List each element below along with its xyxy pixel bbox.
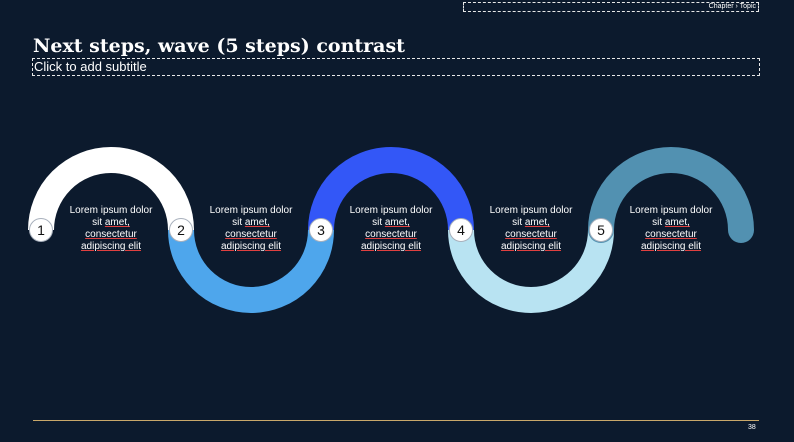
- step-1-line2b: amet,: [104, 217, 130, 228]
- step-2-line2a: sit: [232, 217, 245, 228]
- footer-divider: [33, 420, 759, 421]
- step-3-number[interactable]: 3: [309, 218, 333, 242]
- step-4-number[interactable]: 4: [449, 218, 473, 242]
- step-2-line1: Lorem ipsum dolor: [209, 205, 293, 216]
- breadcrumb[interactable]: Chapter › Topic: [463, 2, 759, 12]
- step-1-number[interactable]: 1: [29, 218, 53, 242]
- wave-segment-5: [588, 147, 754, 243]
- step-2-line2b: amet,: [244, 217, 270, 228]
- wave-segment-2: [168, 229, 334, 313]
- step-5-line4: adipiscing elit: [640, 241, 702, 252]
- slide-title[interactable]: Next steps, wave (5 steps) contrast: [33, 35, 405, 57]
- step-5-line2b: amet,: [664, 217, 690, 228]
- step-5-line2a: sit: [652, 217, 665, 228]
- step-5-text[interactable]: Lorem ipsum dolor sit amet, consectetur …: [616, 205, 726, 253]
- step-1-line2a: sit: [92, 217, 105, 228]
- step-3-line2b: amet,: [384, 217, 410, 228]
- step-3-line3: consectetur: [365, 229, 417, 240]
- wave-segment-1: [28, 147, 194, 231]
- step-1-line4: adipiscing elit: [80, 241, 142, 252]
- wave-segment-4: [448, 229, 614, 313]
- step-3-text[interactable]: Lorem ipsum dolor sit amet, consectetur …: [336, 205, 446, 253]
- step-1-line3: consectetur: [85, 229, 137, 240]
- step-5-line3: consectetur: [645, 229, 697, 240]
- step-4-line4: adipiscing elit: [500, 241, 562, 252]
- step-4-line2a: sit: [512, 217, 525, 228]
- step-3-line1: Lorem ipsum dolor: [349, 205, 433, 216]
- step-4-text[interactable]: Lorem ipsum dolor sit amet, consectetur …: [476, 205, 586, 253]
- step-1-line1: Lorem ipsum dolor: [69, 205, 153, 216]
- wave-segment-3: [308, 147, 474, 231]
- step-2-line3: consectetur: [225, 229, 277, 240]
- page-number: 38: [748, 424, 756, 431]
- step-4-line1: Lorem ipsum dolor: [489, 205, 573, 216]
- step-2-text[interactable]: Lorem ipsum dolor sit amet, consectetur …: [196, 205, 306, 253]
- step-5-number[interactable]: 5: [589, 218, 613, 242]
- step-3-line4: adipiscing elit: [360, 241, 422, 252]
- step-4-line3: consectetur: [505, 229, 557, 240]
- step-4-line2b: amet,: [524, 217, 550, 228]
- step-3-line2a: sit: [372, 217, 385, 228]
- step-5-line1: Lorem ipsum dolor: [629, 205, 713, 216]
- step-2-line4: adipiscing elit: [220, 241, 282, 252]
- step-2-number[interactable]: 2: [169, 218, 193, 242]
- step-1-text[interactable]: Lorem ipsum dolor sit amet, consectetur …: [56, 205, 166, 253]
- subtitle-placeholder[interactable]: Click to add subtitle: [32, 58, 760, 76]
